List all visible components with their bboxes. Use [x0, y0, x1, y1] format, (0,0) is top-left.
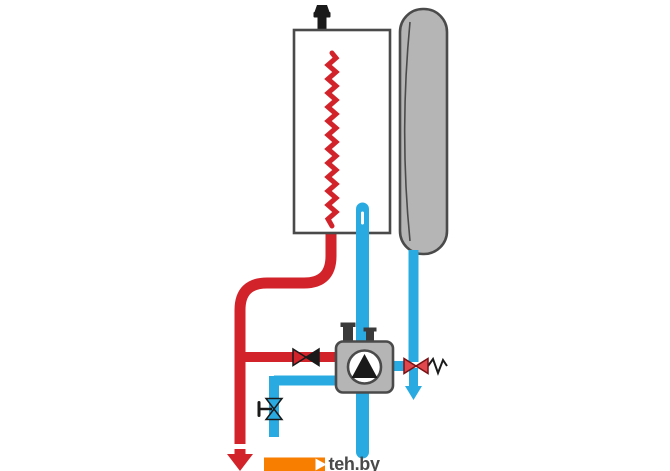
pump-fitting-body [366, 331, 374, 342]
heating-element [324, 50, 340, 229]
watermark-text: teh.by [329, 454, 380, 471]
boiler-tank [292, 5, 392, 235]
air-vent-cap-icon [314, 5, 330, 12]
relief-valve-spring-icon [427, 356, 448, 376]
pump-vent-body [343, 327, 353, 342]
hot-shutoff-valve-left [292, 347, 308, 367]
watermark-bar [264, 457, 325, 471]
safety-relief-valve-right [414, 357, 429, 375]
fill-drain-valve-bottom [264, 407, 284, 421]
pump-fitting-cap [363, 327, 377, 332]
hot-water-piping [227, 232, 337, 471]
boiler-tank-body [292, 28, 392, 235]
pump-impeller-icon [351, 354, 378, 378]
relief-discharge-arrow [405, 386, 422, 400]
valves [257, 347, 448, 421]
cold-fill-branch [269, 375, 336, 437]
fill-drain-valve-top [264, 397, 284, 411]
pump-group [334, 322, 395, 394]
expansion-tank [398, 7, 449, 256]
watermark: teh.by [264, 454, 380, 471]
air-vent-flange [313, 12, 331, 18]
watermark-arrow-icon [315, 458, 327, 471]
expansion-tank-seam [403, 21, 411, 242]
air-vent-body [317, 17, 327, 31]
hot-shutoff-valve-right [304, 347, 320, 367]
safety-relief-valve-left [403, 357, 418, 375]
expansion-tank-body [398, 7, 449, 256]
hot-supply-pipe [234, 232, 337, 444]
hot-flow-arrow [227, 454, 253, 471]
pump-vent-cap [340, 322, 356, 327]
cold-water-piping [391, 250, 422, 400]
